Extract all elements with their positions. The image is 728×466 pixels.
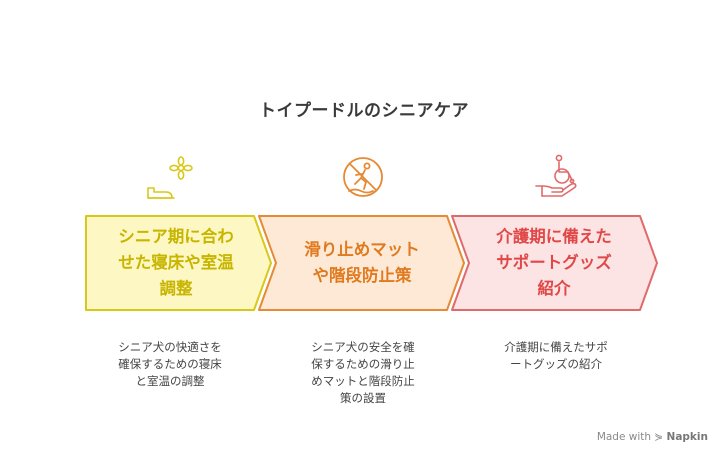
- step-3-label: 介護期に備えた サポートグッズ 紹介: [496, 227, 612, 298]
- wheelchair-hand-icon: [535, 154, 577, 197]
- step-3-chevron: [451, 215, 658, 311]
- step-2-chevron: [258, 215, 465, 311]
- bed-flower-icon: [147, 156, 193, 199]
- step-1-label: シニア期に合わ せた寝床や室温 調整: [118, 227, 234, 298]
- napkin-watermark: Made with ⋟ Napkin: [597, 431, 708, 443]
- step-3-description: 介護期に備えたサポ ートグッズの紹介: [504, 340, 608, 371]
- step-1-description: シニア犬の快適さを 確保するための寝床 と室温の調整: [118, 340, 222, 388]
- page-title: トイプードルのシニアケア: [259, 101, 469, 121]
- brand-prefix: Made with: [596, 431, 652, 443]
- napkin-logo-icon: ⋟: [654, 431, 664, 443]
- step-2-label: 滑り止めマット や階段防止策: [304, 240, 420, 285]
- step-2-description: シニア犬の安全を確 保するための滑り止 めマットと階段防止 策の設置: [311, 340, 415, 405]
- no-slip-icon: [343, 157, 383, 197]
- brand-name: Napkin: [666, 431, 708, 443]
- step-1-chevron: [85, 215, 272, 311]
